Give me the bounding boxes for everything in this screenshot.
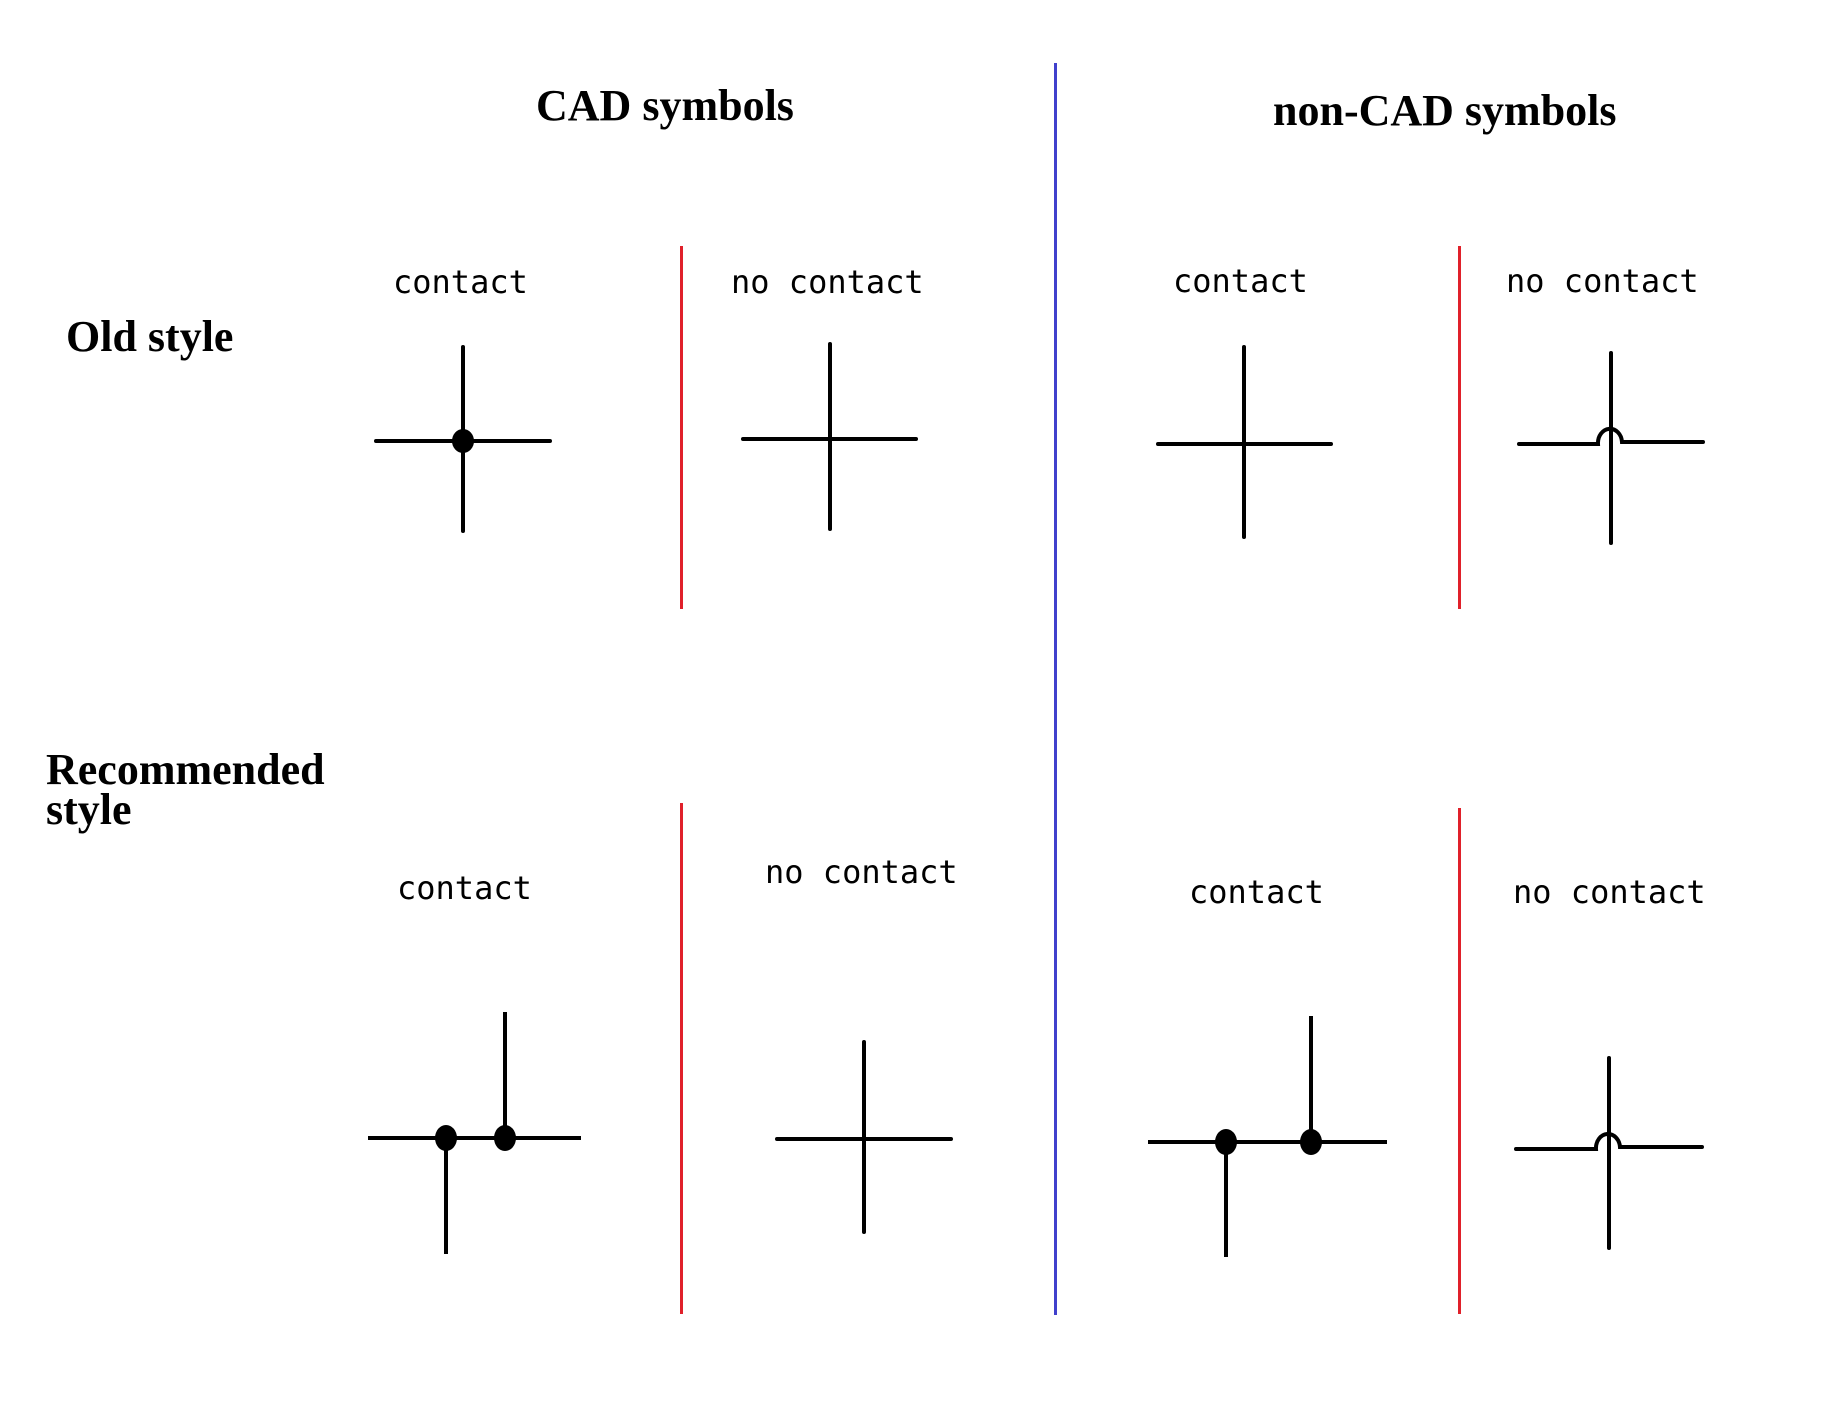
- junction-dot-cross-symbol: [374, 345, 552, 533]
- crossing-plain-symbol: [1156, 345, 1333, 539]
- junction-dot: [435, 1125, 457, 1151]
- junction-dot: [1300, 1129, 1322, 1155]
- label-no-contact: no contact: [765, 853, 958, 891]
- label-no-contact: no contact: [1513, 873, 1706, 911]
- cell-recommended-cad-no-contact: no contact: [765, 853, 958, 1234]
- label-contact: contact: [1173, 262, 1308, 300]
- cell-recommended-non-cad-no-contact: no contact: [1513, 873, 1706, 1250]
- row-label-old-style: Old style: [66, 312, 233, 361]
- cell-old-cad-contact: contact: [374, 263, 552, 533]
- label-contact: contact: [397, 869, 532, 907]
- label-no-contact: no contact: [1506, 262, 1699, 300]
- heading-non-cad-symbols: non-CAD symbols: [1273, 86, 1617, 135]
- label-no-contact: no contact: [731, 263, 924, 301]
- junction-offset-tees-symbol: [368, 1012, 581, 1254]
- junction-dot: [452, 429, 474, 453]
- crossing-plain-symbol: [775, 1040, 953, 1234]
- label-contact: contact: [1189, 873, 1324, 911]
- junction-dot: [1215, 1129, 1237, 1155]
- cell-recommended-cad-contact: contact: [368, 869, 581, 1254]
- heading-cad-symbols: CAD symbols: [536, 81, 794, 130]
- row-label-recommended-style-line2: style: [46, 785, 132, 834]
- junction-offset-tees-symbol: [1148, 1016, 1387, 1257]
- cell-old-cad-no-contact: no contact: [731, 263, 924, 531]
- crossing-hop-symbol: [1514, 1056, 1704, 1250]
- junction-dot: [494, 1125, 516, 1151]
- crossing-hop-symbol: [1517, 351, 1705, 545]
- cell-recommended-non-cad-contact: contact: [1148, 873, 1387, 1257]
- cell-old-non-cad-no-contact: no contact: [1506, 262, 1705, 545]
- cell-old-non-cad-contact: contact: [1156, 262, 1333, 539]
- row-label-recommended-style-line1: Recommended: [46, 745, 325, 794]
- label-contact: contact: [393, 263, 528, 301]
- crossing-plain-symbol: [741, 342, 918, 531]
